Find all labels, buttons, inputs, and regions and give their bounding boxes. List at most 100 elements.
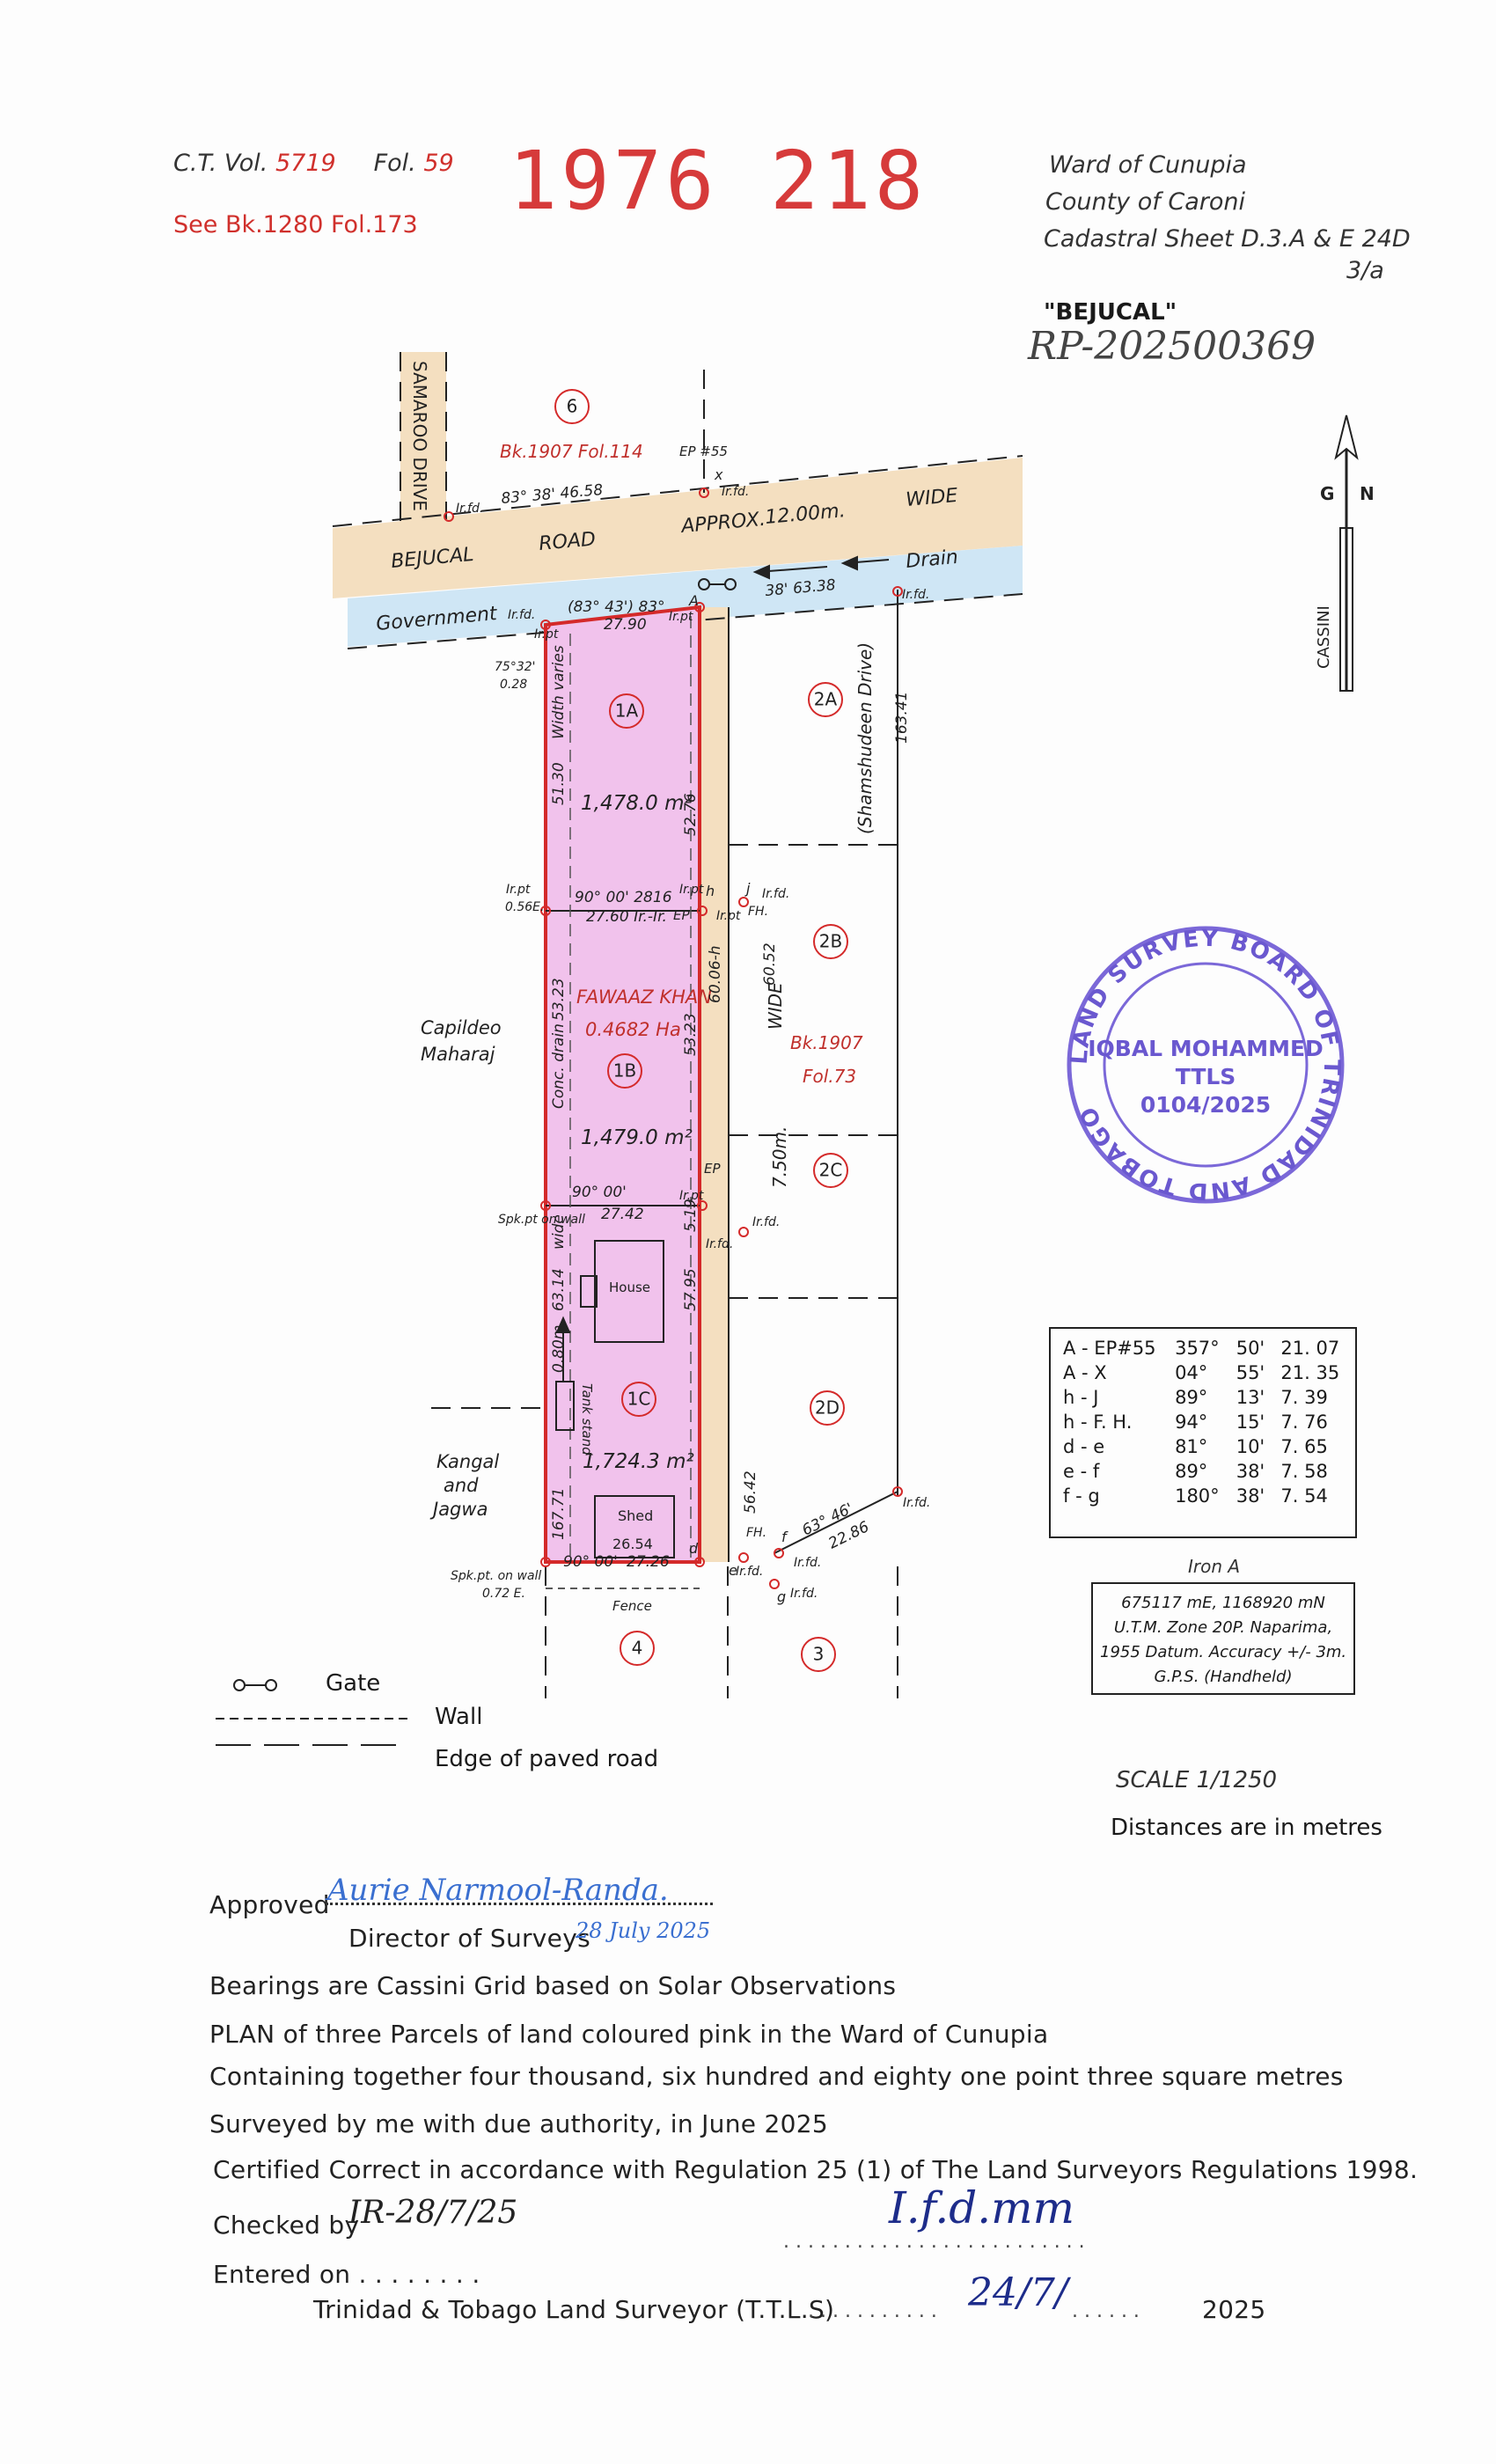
- parcel-4: 4: [632, 1638, 643, 1659]
- bearing-cell-dist: 7. 76: [1280, 1412, 1328, 1433]
- cadastral-sheet: Cadastral Sheet D.3.A & E 24D: [1044, 225, 1411, 253]
- pt-g: g: [777, 1588, 786, 1605]
- d-16771: 167.71: [550, 1488, 568, 1540]
- fol-value: 59: [423, 150, 454, 177]
- irfd-label-7: Ir.fd.: [706, 1237, 733, 1251]
- angle-7532: 75°32': [495, 660, 535, 674]
- irfd-label-5: Ir.fd.: [722, 485, 749, 499]
- parcel-1b: 1B: [613, 1060, 636, 1082]
- director: Director of Surveys: [348, 1924, 590, 1953]
- irfd-label-4: Ir.fd.: [456, 502, 483, 516]
- legend-gate: Gate: [326, 1670, 381, 1697]
- irpt-label-5: Ir.pt: [534, 627, 559, 642]
- bk1907-side: Bk.1907: [790, 1032, 863, 1053]
- pt-x: x: [714, 466, 723, 483]
- ct-vol-value: 5719: [275, 150, 336, 177]
- bk1907-top: Bk.1907 Fol.114: [500, 441, 643, 462]
- parcel-6-circle: [554, 389, 590, 424]
- tank-stand: [555, 1381, 575, 1431]
- d-2790: 27.90: [604, 616, 647, 634]
- bearing-cell-deg: 04°: [1175, 1362, 1208, 1383]
- fol-label: Fol.: [373, 150, 416, 177]
- land-survey-board-stamp: LAND SURVEY BOARD OF TRINIDAD AND TOBAGO…: [1067, 926, 1345, 1204]
- irfd-label-3: Ir.fd.: [508, 608, 535, 622]
- checked-signature: IR-28/7/25: [348, 2195, 518, 2231]
- wide-label: WIDE: [765, 982, 786, 1030]
- bearing-cell-min: 15': [1236, 1412, 1265, 1433]
- fh-label-2: FH.: [746, 1526, 766, 1540]
- d-16341: 163.41: [893, 692, 911, 744]
- pt-e: e: [729, 1562, 737, 1579]
- bearing-cell-dist: 21. 07: [1280, 1338, 1340, 1359]
- parcel-1a-circle: [609, 693, 644, 729]
- bearing-cell-line: h - J: [1063, 1387, 1099, 1408]
- stamp-title: TTLS: [1176, 1064, 1236, 1089]
- gate-symbol: [233, 1679, 277, 1691]
- ep-label-2: EP: [704, 1161, 721, 1177]
- d-080: 0.80m.: [550, 1320, 568, 1373]
- bearing-cell-min: 55': [1236, 1362, 1265, 1383]
- d-2726: 27.26: [627, 1553, 670, 1571]
- ep-label-1: EP: [673, 907, 690, 923]
- bearing-cell-deg: 357°: [1175, 1338, 1220, 1359]
- maharaj: Maharaj: [421, 1044, 495, 1065]
- b-83-43-83: (83° 43') 83°: [568, 598, 665, 616]
- director-date: 28 July 2025: [576, 1918, 711, 1943]
- house: [594, 1240, 664, 1343]
- parcel-2b-circle: [813, 924, 848, 959]
- locality: "BEJUCAL": [1044, 299, 1177, 326]
- checked-by: Checked by: [213, 2211, 360, 2240]
- iron-line3: 1955 Datum. Accuracy +/- 3m.: [1100, 1643, 1347, 1661]
- cadastral-sub: 3/a: [1346, 257, 1384, 284]
- entered-on: Entered on . . . . . . . .: [213, 2260, 480, 2289]
- width-varies: Width varies: [550, 645, 568, 739]
- bearing-cell-line: e - f: [1063, 1461, 1100, 1482]
- d-5323b: 53.23: [682, 1013, 700, 1056]
- pt-f: f: [781, 1529, 788, 1545]
- footer-year: 2025: [1202, 2295, 1266, 2324]
- d-5795: 57.95: [682, 1268, 700, 1311]
- parcel-2a: 2A: [814, 689, 838, 710]
- parcel-boundary: [544, 605, 701, 1564]
- distances: Distances are in metres: [1111, 1815, 1382, 1841]
- rp-number: RP-202500369: [1028, 324, 1316, 369]
- legend-paved: Edge of paved road: [435, 1746, 659, 1772]
- approved-dots: [326, 1903, 713, 1905]
- bearing-cell-dist: 7. 58: [1280, 1461, 1328, 1482]
- plan-note: PLAN of three Parcels of land coloured p…: [209, 2020, 1049, 2049]
- pt-j: j: [744, 880, 751, 897]
- bearing-cell-min: 10': [1236, 1436, 1265, 1457]
- owner-name: FAWAAZ KHAN: [576, 986, 712, 1008]
- stamp-number: 0104/2025: [1140, 1092, 1271, 1118]
- parcel-pink: [546, 607, 700, 1562]
- d-6314: 63.14: [550, 1268, 568, 1311]
- bearing-cell-deg: 89°: [1175, 1461, 1208, 1482]
- paved-symbol: [216, 1744, 396, 1746]
- area-1a: 1,478.0 m²: [581, 792, 693, 815]
- area-1c: 1,724.3 m²: [583, 1450, 694, 1473]
- ct-vol-label: C.T. Vol.: [173, 150, 268, 177]
- bearing-cell-line: h - F. H.: [1063, 1412, 1133, 1433]
- bearing-cell-line: A - X: [1063, 1362, 1107, 1383]
- samaroo-drive-label: SAMAROO DRIVE: [409, 361, 430, 511]
- north-g: G: [1320, 483, 1334, 504]
- road-word-wide: WIDE: [905, 485, 958, 511]
- spkpt-dist: 0.72 E.: [482, 1587, 525, 1601]
- tt-land-surveyor: Trinidad & Tobago Land Surveyor (T.T.L.S…: [313, 2295, 835, 2324]
- irfd-label-8: Ir.fd.: [903, 1496, 930, 1510]
- bearing-cell-min: 13': [1236, 1387, 1265, 1408]
- owner-area: 0.4682 Ha: [585, 1019, 681, 1040]
- drain-label: Drain: [905, 546, 958, 573]
- irfd-label-1: Ir.fd.: [762, 887, 789, 901]
- date-signature: 24/7/: [968, 2270, 1068, 2315]
- bearing-cell-dist: 7. 39: [1280, 1387, 1328, 1408]
- bearing-cell-line: d - e: [1063, 1436, 1105, 1457]
- irfd-label-10: Ir.fd.: [790, 1587, 818, 1601]
- scale: SCALE 1/1250: [1116, 1767, 1278, 1793]
- parcel-1b-circle: [607, 1053, 642, 1089]
- irfd-label-2: Ir.fd.: [902, 588, 929, 602]
- bearing-cell-min: 50': [1236, 1338, 1265, 1359]
